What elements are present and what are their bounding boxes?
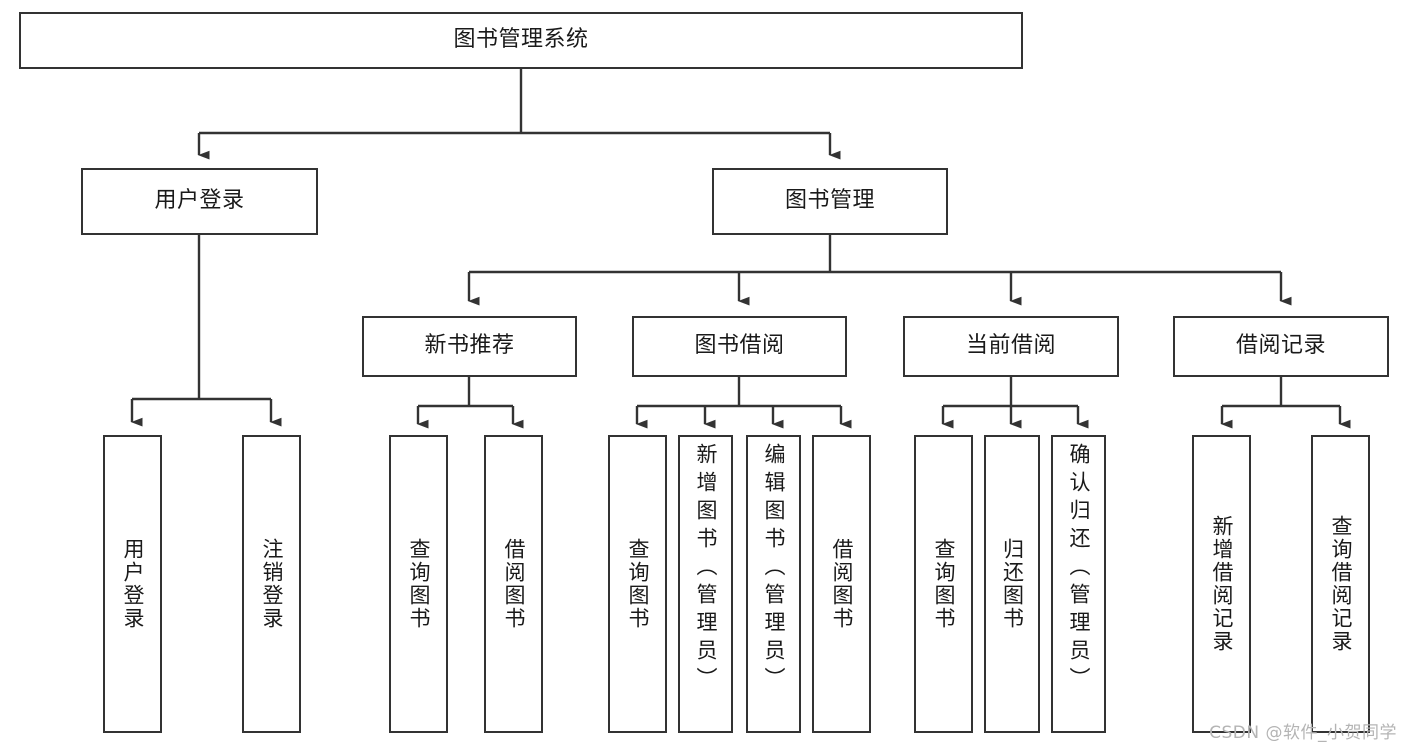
node-root-library-system[interactable]: 图书管理系统 (19, 12, 1023, 69)
node-label: 图书借阅 (694, 333, 785, 359)
leaf-query-books-current[interactable]: 查询图书 (914, 435, 973, 733)
leaf-borrow-books-borrow[interactable]: 借阅图书 (812, 435, 871, 733)
node-label: 当前借阅 (965, 333, 1056, 359)
leaf-borrow-books-recommend[interactable]: 借阅图书 (484, 435, 543, 733)
node-book-borrow[interactable]: 图书借阅 (632, 316, 847, 377)
node-label: 查询图书 (932, 538, 956, 630)
node-label: 借阅记录 (1235, 333, 1326, 359)
node-new-book-recommend[interactable]: 新书推荐 (362, 316, 577, 377)
node-label: 用户登录 (121, 538, 145, 630)
node-label: 查询图书 (626, 538, 650, 630)
node-book-management[interactable]: 图书管理 (712, 168, 948, 235)
leaf-user-login[interactable]: 用户登录 (103, 435, 162, 733)
node-label: 查询借阅记录 (1329, 515, 1353, 653)
node-label: 新增图书（管理员） (694, 443, 718, 695)
leaf-add-book-admin[interactable]: 新增图书（管理员） (678, 435, 733, 733)
node-label: 编辑图书（管理员） (762, 443, 786, 695)
node-label: 新增借阅记录 (1210, 515, 1234, 653)
node-borrow-record[interactable]: 借阅记录 (1173, 316, 1389, 377)
node-user-login[interactable]: 用户登录 (81, 168, 318, 235)
leaf-add-borrow-record[interactable]: 新增借阅记录 (1192, 435, 1251, 733)
node-label: 图书管理 (784, 188, 875, 214)
leaf-query-books-borrow[interactable]: 查询图书 (608, 435, 667, 733)
node-label: 注销登录 (260, 538, 284, 630)
leaf-logout[interactable]: 注销登录 (242, 435, 301, 733)
node-label: 借阅图书 (830, 538, 854, 630)
node-label: 归还图书 (1000, 538, 1025, 630)
leaf-edit-book-admin[interactable]: 编辑图书（管理员） (746, 435, 801, 733)
node-label: 查询图书 (407, 538, 431, 630)
node-label: 新书推荐 (424, 333, 515, 359)
leaf-query-borrow-record[interactable]: 查询借阅记录 (1311, 435, 1370, 733)
leaf-query-books-recommend[interactable]: 查询图书 (389, 435, 448, 733)
node-label: 确认归还（管理员） (1067, 443, 1091, 695)
watermark-text: CSDN @软件_小贺同学 (1209, 723, 1397, 743)
leaf-return-books[interactable]: 归还图书 (984, 435, 1040, 733)
node-label: 借阅图书 (502, 538, 526, 630)
node-label: 用户登录 (154, 188, 245, 214)
node-label: 图书管理系统 (453, 27, 589, 53)
leaf-confirm-return-admin[interactable]: 确认归还（管理员） (1051, 435, 1106, 733)
node-current-borrow[interactable]: 当前借阅 (903, 316, 1119, 377)
